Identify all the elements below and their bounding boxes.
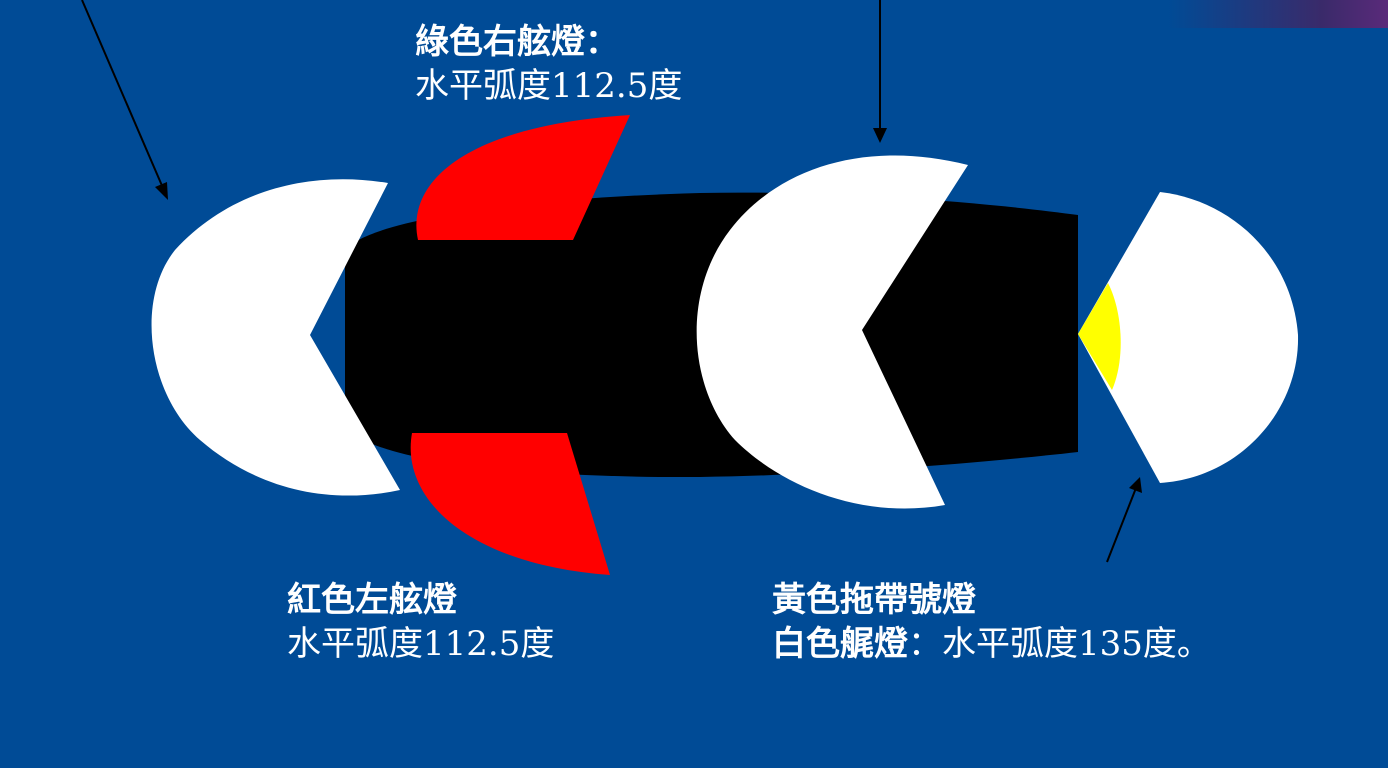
towing-light-title: 黃色拖帶號燈 <box>772 580 976 620</box>
masthead-light-aft <box>696 155 968 509</box>
red-sidelight-title: 紅色左舷燈 <box>287 580 457 620</box>
red-sidelight-lower <box>410 433 610 575</box>
arrow-bow-masthead <box>81 0 168 200</box>
red-sidelight-upper <box>416 115 630 240</box>
green-sidelight-label: 綠色右舷燈： 水平弧度112.5度 <box>415 20 682 108</box>
towing-light <box>1078 283 1121 390</box>
green-sidelight-title: 綠色右舷燈： <box>415 22 619 62</box>
arrow-aft-masthead <box>873 0 887 143</box>
stern-light-title: 白色艉燈 <box>772 624 908 664</box>
stern-light-arc: ：水平弧度135度。 <box>908 624 1211 664</box>
arrow-stern-light <box>1106 477 1142 563</box>
stern-light <box>1078 192 1299 483</box>
stern-light-line: 白色艉燈：水平弧度135度。 <box>772 622 1211 666</box>
masthead-light-bow <box>151 179 400 496</box>
green-sidelight-arc: 水平弧度112.5度 <box>415 66 683 106</box>
stern-lights-label: 黃色拖帶號燈 白色艉燈：水平弧度135度。 <box>772 578 1211 666</box>
red-sidelight-label: 紅色左舷燈 水平弧度112.5度 <box>287 578 554 666</box>
red-sidelight-arc: 水平弧度112.5度 <box>287 624 555 664</box>
